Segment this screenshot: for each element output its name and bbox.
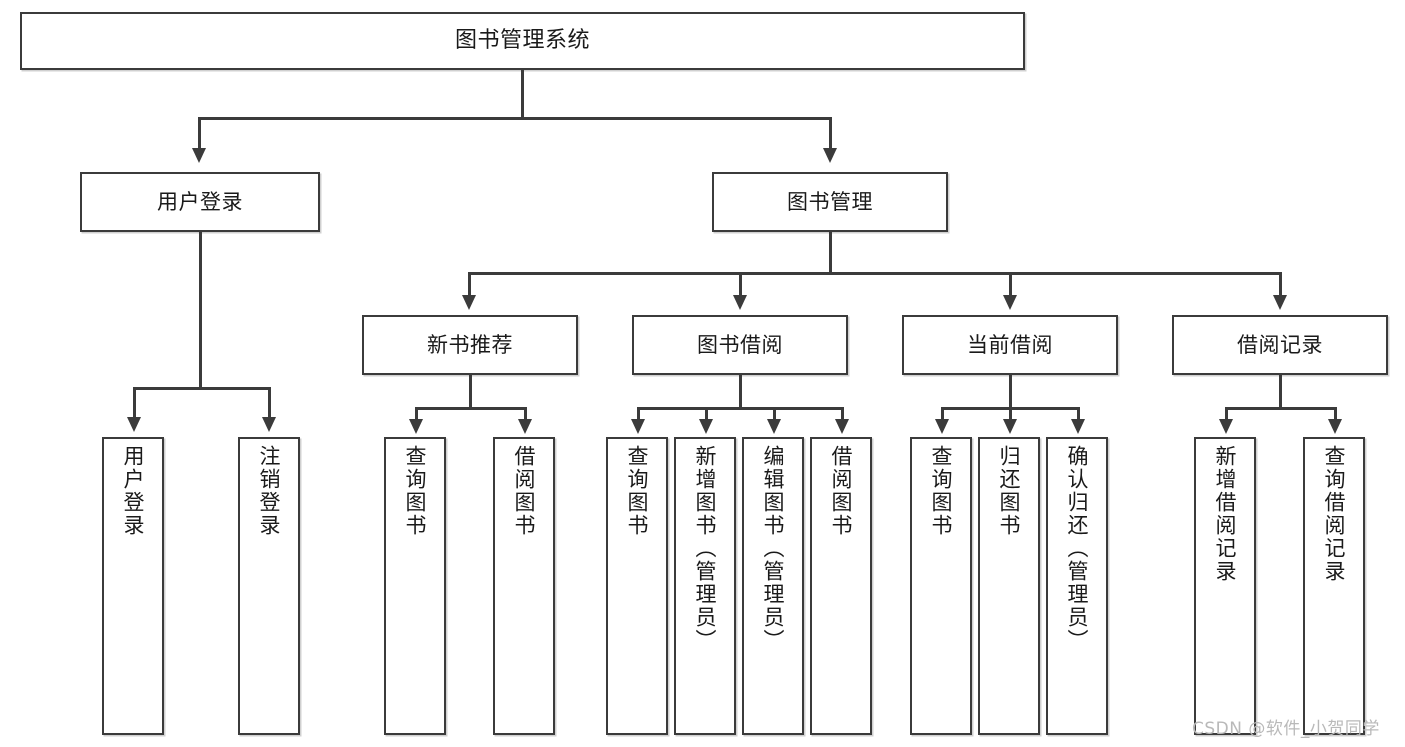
connector-root-stem [521, 70, 524, 117]
arrowhead-cb-leaf-1 [935, 419, 949, 434]
connector-bm-to-current-borrow [1009, 272, 1012, 297]
leaf-new-book-query-book[interactable]: 查询图书 [384, 437, 446, 735]
arrowhead-bm-borrow-record [1273, 295, 1287, 310]
arrowhead-bb-leaf-3 [767, 419, 781, 434]
connector-book-borrow-stem [739, 375, 742, 407]
leaf-label: 借阅图书 [512, 445, 537, 537]
node-label: 图书借阅 [697, 332, 783, 357]
arrowhead-br-leaf-2 [1328, 419, 1342, 434]
connector-bm-to-book-borrow [739, 272, 742, 297]
leaf-book-borrow-borrow-book[interactable]: 借阅图书 [810, 437, 872, 735]
leaf-new-book-borrow-book[interactable]: 借阅图书 [493, 437, 555, 735]
leaf-current-borrow-query-book[interactable]: 查询图书 [910, 437, 972, 735]
connector-br-leaf-1 [1225, 407, 1228, 421]
node-label: 当前借阅 [967, 332, 1053, 357]
leaf-label: 编辑图书（管理员） [761, 445, 786, 652]
connector-bm-to-borrow-record [1279, 272, 1282, 297]
connector-root-to-book-management [829, 117, 832, 150]
arrowhead-bm-current-borrow [1003, 295, 1017, 310]
arrowhead-cb-leaf-2 [1003, 419, 1017, 434]
connector-bb-leaf-1 [637, 407, 640, 421]
leaf-label: 查询借阅记录 [1322, 445, 1347, 583]
connector-user-login-to-leaf-2 [268, 387, 271, 419]
arrowhead-nb-leaf-1 [409, 419, 423, 434]
connector-cb-leaf-2 [1009, 407, 1012, 421]
arrowhead-user-login-leaf-2 [262, 417, 276, 432]
node-book-borrow[interactable]: 图书借阅 [632, 315, 848, 375]
arrowhead-user-login-leaf-1 [127, 417, 141, 432]
leaf-label: 归还图书 [997, 445, 1022, 537]
leaf-current-borrow-return-book[interactable]: 归还图书 [978, 437, 1040, 735]
leaf-label: 借阅图书 [829, 445, 854, 537]
connector-book-borrow-bus [637, 407, 844, 410]
connector-borrow-record-bus [1225, 407, 1337, 410]
leaf-borrow-record-query-record[interactable]: 查询借阅记录 [1303, 437, 1365, 735]
leaf-label: 查询图书 [625, 445, 650, 537]
leaf-label: 查询图书 [403, 445, 428, 537]
arrowhead-bm-book-borrow [733, 295, 747, 310]
connector-book-management-stem [829, 232, 832, 272]
connector-bb-leaf-3 [773, 407, 776, 421]
connector-new-book-bus [415, 407, 527, 410]
connector-nb-leaf-1 [415, 407, 418, 421]
connector-root-to-user-login [198, 117, 201, 150]
connector-bb-leaf-4 [841, 407, 844, 421]
node-label: 借阅记录 [1237, 332, 1323, 357]
connector-user-login-stem [199, 232, 202, 387]
arrowhead-br-leaf-1 [1219, 419, 1233, 434]
leaf-book-borrow-add-book-admin[interactable]: 新增图书（管理员） [674, 437, 736, 735]
leaf-label: 新增图书（管理员） [693, 445, 718, 652]
connector-current-borrow-stem [1009, 375, 1012, 407]
arrowhead-nb-leaf-2 [518, 419, 532, 434]
connector-borrow-record-stem [1279, 375, 1282, 407]
node-label: 新书推荐 [427, 332, 513, 357]
arrowhead-bb-leaf-4 [835, 419, 849, 434]
arrowhead-root-to-book-management [823, 148, 837, 163]
connector-bb-leaf-2 [705, 407, 708, 421]
arrowhead-bm-new-book [462, 295, 476, 310]
leaf-current-borrow-confirm-return-admin[interactable]: 确认归还（管理员） [1046, 437, 1108, 735]
connector-cb-leaf-3 [1077, 407, 1080, 421]
arrowhead-root-to-user-login [192, 148, 206, 163]
node-current-borrow[interactable]: 当前借阅 [902, 315, 1118, 375]
arrowhead-bb-leaf-2 [699, 419, 713, 434]
leaf-label: 新增借阅记录 [1213, 445, 1238, 583]
connector-cb-leaf-1 [941, 407, 944, 421]
connector-root-bus [198, 117, 832, 120]
csdn-watermark: CSDN @软件_小贺同学 [1192, 719, 1380, 739]
node-label: 用户登录 [157, 189, 243, 214]
node-label: 图书管理 [787, 189, 873, 214]
leaf-book-borrow-query-book[interactable]: 查询图书 [606, 437, 668, 735]
leaf-label: 注销登录 [257, 445, 282, 537]
connector-nb-leaf-2 [524, 407, 527, 421]
connector-user-login-bus [133, 387, 270, 390]
connector-user-login-to-leaf-1 [133, 387, 136, 419]
leaf-label: 查询图书 [929, 445, 954, 537]
connector-book-management-bus [468, 272, 1280, 275]
leaf-borrow-record-add-record[interactable]: 新增借阅记录 [1194, 437, 1256, 735]
node-user-login[interactable]: 用户登录 [80, 172, 320, 232]
arrowhead-cb-leaf-3 [1071, 419, 1085, 434]
node-label: 图书管理系统 [454, 28, 590, 54]
node-root-book-management-system[interactable]: 图书管理系统 [20, 12, 1025, 70]
leaf-label: 确认归还（管理员） [1065, 445, 1090, 652]
node-new-book-recommend[interactable]: 新书推荐 [362, 315, 578, 375]
leaf-label: 用户登录 [121, 445, 146, 537]
connector-br-leaf-2 [1334, 407, 1337, 421]
leaf-user-login-logout[interactable]: 注销登录 [238, 437, 300, 735]
leaf-user-login-login[interactable]: 用户登录 [102, 437, 164, 735]
node-borrow-record[interactable]: 借阅记录 [1172, 315, 1388, 375]
arrowhead-bb-leaf-1 [631, 419, 645, 434]
connector-new-book-stem [469, 375, 472, 407]
connector-bm-to-new-book [468, 272, 471, 297]
leaf-book-borrow-edit-book-admin[interactable]: 编辑图书（管理员） [742, 437, 804, 735]
node-book-management[interactable]: 图书管理 [712, 172, 948, 232]
